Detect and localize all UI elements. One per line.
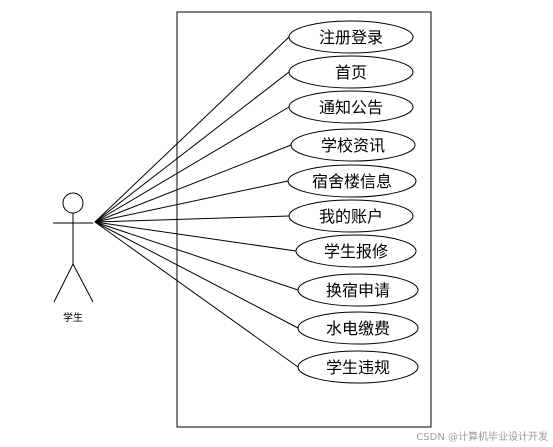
actor-left-leg <box>53 263 74 303</box>
use-case-ellipse <box>288 55 414 89</box>
actor-student: 学生 <box>53 192 94 324</box>
use-case-label: 首页 <box>335 63 367 82</box>
association-line <box>94 221 299 291</box>
use-case: 首页 <box>288 55 414 89</box>
association-line <box>94 106 290 223</box>
use-case: 通知公告 <box>288 90 414 124</box>
use-case-label: 我的账户 <box>319 207 383 226</box>
association-lines <box>94 36 299 368</box>
association-line <box>94 221 299 329</box>
use-case-label: 宿舍楼信息 <box>312 172 392 191</box>
use-case-label: 水电缴费 <box>326 319 390 338</box>
actor-right-leg <box>72 263 94 303</box>
actor-head <box>62 192 84 214</box>
use-case-label: 注册登录 <box>319 28 383 47</box>
association-line <box>94 36 290 223</box>
use-case-ellipse <box>290 128 416 162</box>
use-case: 注册登录 <box>288 20 414 54</box>
actor-label: 学生 <box>63 311 83 324</box>
watermark: CSDN @计算机毕业设计开发 <box>416 430 548 443</box>
use-case-label: 学生违规 <box>326 358 390 377</box>
association-line <box>94 180 289 223</box>
association-line <box>94 221 297 252</box>
use-case-label: 通知公告 <box>319 98 383 117</box>
use-case-ellipse <box>295 234 417 268</box>
use-case-ellipse <box>288 20 414 54</box>
use-case-ellipse <box>297 350 419 384</box>
use-case: 学校资讯 <box>290 128 416 162</box>
use-case-ellipse <box>288 199 414 233</box>
use-case-ellipse <box>287 164 417 198</box>
association-line <box>94 71 290 223</box>
use-case-label: 学校资讯 <box>321 136 385 155</box>
use-case: 水电缴费 <box>297 311 419 345</box>
use-case-label: 换宿申请 <box>326 281 390 300</box>
association-line <box>94 221 299 368</box>
association-line <box>94 144 292 223</box>
association-line <box>94 215 290 223</box>
use-case-ellipse <box>288 90 414 124</box>
use-case-ellipse <box>297 311 419 345</box>
use-case-label: 学生报修 <box>324 242 388 261</box>
use-case: 我的账户 <box>288 199 414 233</box>
use-case: 换宿申请 <box>297 273 419 307</box>
use-case: 宿舍楼信息 <box>287 164 417 198</box>
use-case-ellipse <box>297 273 419 307</box>
use-case: 学生违规 <box>297 350 419 384</box>
use-case: 学生报修 <box>295 234 417 268</box>
